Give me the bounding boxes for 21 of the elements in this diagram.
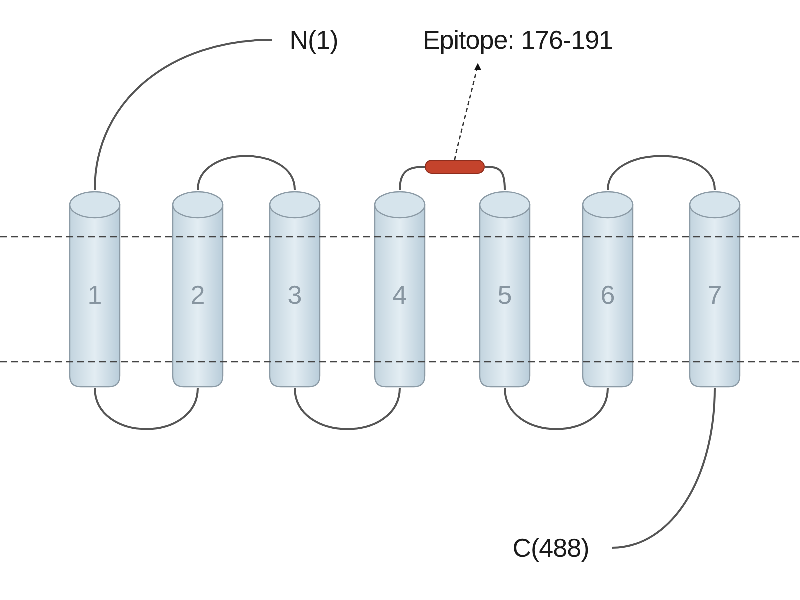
helix-number: 1 <box>88 282 102 308</box>
loop-line <box>197 155 296 190</box>
arrow <box>454 63 480 160</box>
loop-line <box>612 388 716 549</box>
epitope-segment <box>425 160 485 174</box>
helix-number: 3 <box>288 282 302 308</box>
terminus-label: N(1) <box>290 27 338 53</box>
loop-line <box>294 388 401 430</box>
terminus-label: C(488) <box>512 535 590 561</box>
loop-line <box>94 39 272 190</box>
loop-line <box>94 388 199 430</box>
helix-number: 6 <box>600 282 616 308</box>
terminus-label: Epitope: 176-191 <box>422 27 614 53</box>
helix-number: 5 <box>498 282 512 308</box>
loop-line <box>399 166 426 190</box>
loop-line <box>484 166 506 190</box>
helix-number: 7 <box>708 282 722 308</box>
loop-line <box>504 388 609 430</box>
loop-line <box>607 155 716 190</box>
helix-number: 2 <box>190 282 206 308</box>
helix-number: 4 <box>392 282 408 308</box>
